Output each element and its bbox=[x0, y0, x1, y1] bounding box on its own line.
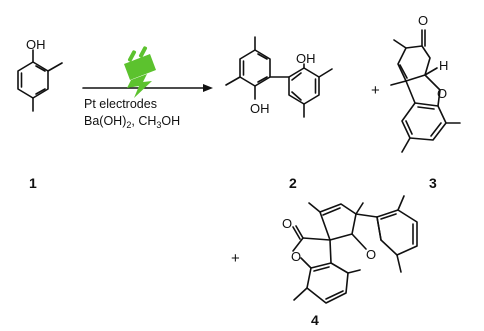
compound-1-number: 1 bbox=[29, 175, 37, 191]
compound-2-oh-lower-label: OH bbox=[250, 101, 270, 116]
conditions-electrodes: Pt electrodes bbox=[84, 97, 157, 111]
compound-3-h-label: H bbox=[439, 58, 448, 73]
compound-4-structure: O O O bbox=[282, 195, 418, 304]
compound-1-oh-label: OH bbox=[26, 37, 46, 52]
compound-4-ether-o-label: O bbox=[366, 247, 376, 262]
compound-3-structure: O O H bbox=[390, 13, 461, 153]
compound-2-number: 2 bbox=[289, 175, 297, 191]
conditions-reagents: Ba(OH)2, CH3OH bbox=[84, 114, 180, 130]
compound-4-carbonyl-o-label: O bbox=[282, 216, 292, 231]
compound-2-oh-upper-label: OH bbox=[296, 51, 316, 66]
compound-3-ether-o-label: O bbox=[437, 86, 447, 101]
compound-4-number: 4 bbox=[311, 312, 319, 328]
plus-sign-1: + bbox=[371, 82, 380, 99]
electric-plug-icon bbox=[124, 46, 156, 98]
compound-2-structure: OH OH bbox=[225, 36, 333, 118]
compound-4-lactone-o-label: O bbox=[291, 249, 301, 264]
reaction-arrowhead bbox=[203, 84, 213, 92]
compound-1-structure: OH bbox=[17, 37, 63, 112]
compound-3-ketone-o-label: O bbox=[418, 13, 428, 28]
compound-3-number: 3 bbox=[429, 175, 437, 191]
plus-sign-2: + bbox=[231, 250, 240, 267]
